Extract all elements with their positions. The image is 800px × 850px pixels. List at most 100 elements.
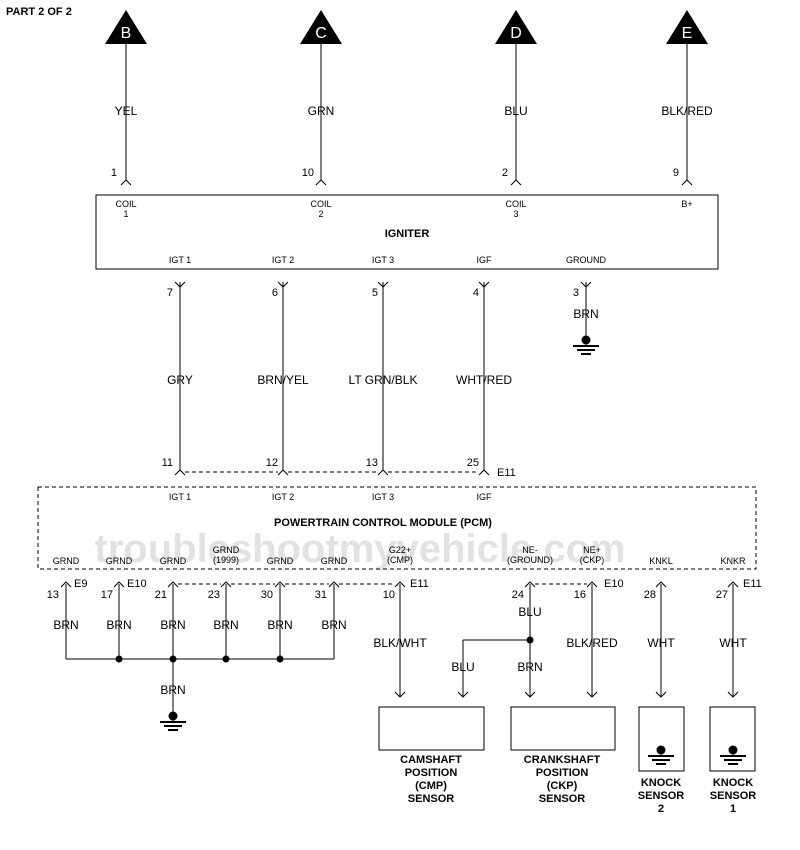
connector-c: C GRN 10 [300,10,342,186]
ne-plus-sub-label: (CKP) [580,555,605,565]
pin-25: 25 [467,457,479,469]
pin-31: 31 [315,589,327,601]
pcm-bottom-connectors: E9 E10 E11 E10 E11 13 17 21 23 30 31 10 … [47,578,762,601]
connector-e9: E9 [74,578,87,590]
grnd-label-1: GRND [53,556,80,566]
pin-28: 28 [644,589,656,601]
wire-label-brn-17: BRN [106,618,131,632]
connector-b-letter: B [121,25,132,42]
svg-text:CRANKSHAFT: CRANKSHAFT [524,754,601,766]
grnd-label-5: GRND [267,556,294,566]
pin-12: 12 [266,457,278,469]
svg-text:POSITION: POSITION [536,767,589,779]
svg-text:POSITION: POSITION [405,767,458,779]
wire-label-brn-yel: BRN/YEL [257,373,309,387]
connector-d-letter: D [510,25,522,42]
pcm-ground-icon [159,721,187,731]
svg-text:SENSOR: SENSOR [638,790,685,802]
pin-10: 10 [302,167,314,179]
pin-16: 16 [574,589,586,601]
grnd-label-6: GRND [321,556,348,566]
pcm-igt2-label: IGT 2 [272,492,294,502]
connector-b: B YEL 1 [105,10,147,186]
pin-27: 27 [716,589,728,601]
coil2-number: 2 [318,209,323,219]
svg-text:CAMSHAFT: CAMSHAFT [400,754,462,766]
pin-17: 17 [101,589,113,601]
connector-e10-right: E10 [604,578,624,590]
wire-label-brn-21: BRN [160,618,185,632]
ckp-sensor: CRANKSHAFT POSITION (CKP) SENSOR [510,706,616,805]
coil2-label: COIL [310,199,331,209]
connector-e: E BLK/RED 9 [661,10,713,186]
connector-e-letter: E [682,25,693,42]
igt1-label: IGT 1 [169,255,191,265]
knkr-label: KNKR [720,556,746,566]
knock-sensor-1-ground-icon [719,755,747,765]
connector-e10-left: E10 [127,578,147,590]
pin-2: 2 [502,167,508,179]
cmp-sensor: CAMSHAFT POSITION (CMP) SENSOR [378,706,485,805]
pin-24: 24 [512,589,524,601]
pcm-ground-wires: BRN BRN BRN BRN BRN BRN BRN [53,584,347,731]
wire-label-brn-30: BRN [267,618,292,632]
pcm-igt1-label: IGT 1 [169,492,191,502]
g22-label: G22+ [389,545,411,555]
pcm-title: POWERTRAIN CONTROL MODULE (PCM) [274,517,492,529]
svg-text:1: 1 [730,803,736,815]
wire-label-blu: BLU [504,104,527,118]
ne-minus-sub-label: (GROUND) [507,555,553,565]
pin-30: 30 [261,589,273,601]
pcm-top-connector: 11 12 13 25 E11 [162,457,516,479]
svg-text:(CKP): (CKP) [547,780,578,792]
part-label: PART 2 OF 2 [6,6,72,18]
svg-text:2: 2 [658,803,664,815]
igniter-box: COIL 1 COIL 2 COIL 3 B+ IGNITER IGT 1 IG… [95,194,719,270]
pin-5: 5 [372,287,378,299]
wire-label-brn-13: BRN [53,618,78,632]
wire-label-blk-wht: BLK/WHT [373,636,427,650]
grnd-label-2: GRND [106,556,133,566]
wire-label-blu-24: BLU [518,605,541,619]
pin-7: 7 [167,287,173,299]
pin-21: 21 [155,589,167,601]
knkl-label: KNKL [649,556,673,566]
wire-label-lt-grn-blk: LT GRN/BLK [349,373,418,387]
wire-label-wht-28: WHT [647,636,675,650]
wire-label-blk-red: BLK/RED [661,104,713,118]
ne-plus-label: NE+ [583,545,601,555]
coil1-number: 1 [123,209,128,219]
connector-e11-top: E11 [497,467,516,479]
igniter-title: IGNITER [385,228,430,240]
bplus-label: B+ [681,199,692,209]
wire-label-wht-red: WHT/RED [456,373,512,387]
knock-sensor-2-ground-icon [647,755,675,765]
coil3-number: 3 [513,209,518,219]
pin-10-cmp: 10 [383,589,395,601]
igt2-label: IGT 2 [272,255,294,265]
wire-label-brn-igniter-ground: BRN [573,307,598,321]
pin-13: 13 [366,457,378,469]
wire-label-blu-cmp: BLU [451,660,474,674]
wire-label-blk-red-16: BLK/RED [566,636,618,650]
pin-4: 4 [473,287,479,299]
grnd-label-4: GRND [213,545,240,555]
coil3-label: COIL [505,199,526,209]
connector-e11-right: E11 [743,578,762,590]
sensor-wires: BLK/WHT BLU BLU BRN BLK/RED WHT WHT [373,584,747,698]
connector-c-letter: C [315,25,327,42]
g22-sub-label: (CMP) [387,555,413,565]
wire-label-brn-31: BRN [321,618,346,632]
wire-label-brn-ground-bus: BRN [160,683,185,697]
ne-minus-label: NE- [522,545,538,555]
pcm-igf-label: IGF [477,492,493,502]
svg-text:KNOCK: KNOCK [713,777,753,789]
pin-9: 9 [673,167,679,179]
knock-sensor-1: KNOCK SENSOR 1 [709,706,756,815]
pcm-box: IGT 1 IGT 2 IGT 3 IGF POWERTRAIN CONTROL… [37,486,757,570]
wire-label-grn: GRN [308,104,335,118]
igt3-label: IGT 3 [372,255,394,265]
igf-label: IGF [477,255,493,265]
